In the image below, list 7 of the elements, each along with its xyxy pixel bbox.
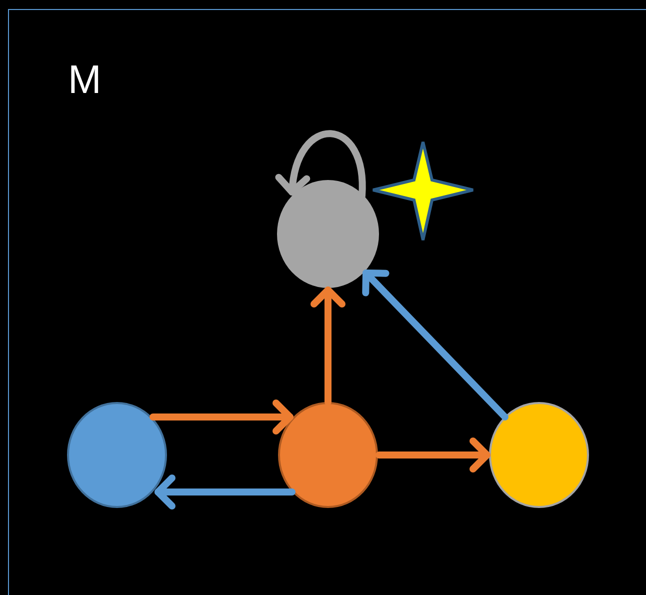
arrow xyxy=(362,270,508,420)
arrow xyxy=(276,130,366,200)
arrow xyxy=(154,474,296,510)
arrow xyxy=(310,286,346,406)
arrow xyxy=(376,438,490,472)
arrow xyxy=(150,400,294,434)
panel-letter: M xyxy=(68,60,102,100)
